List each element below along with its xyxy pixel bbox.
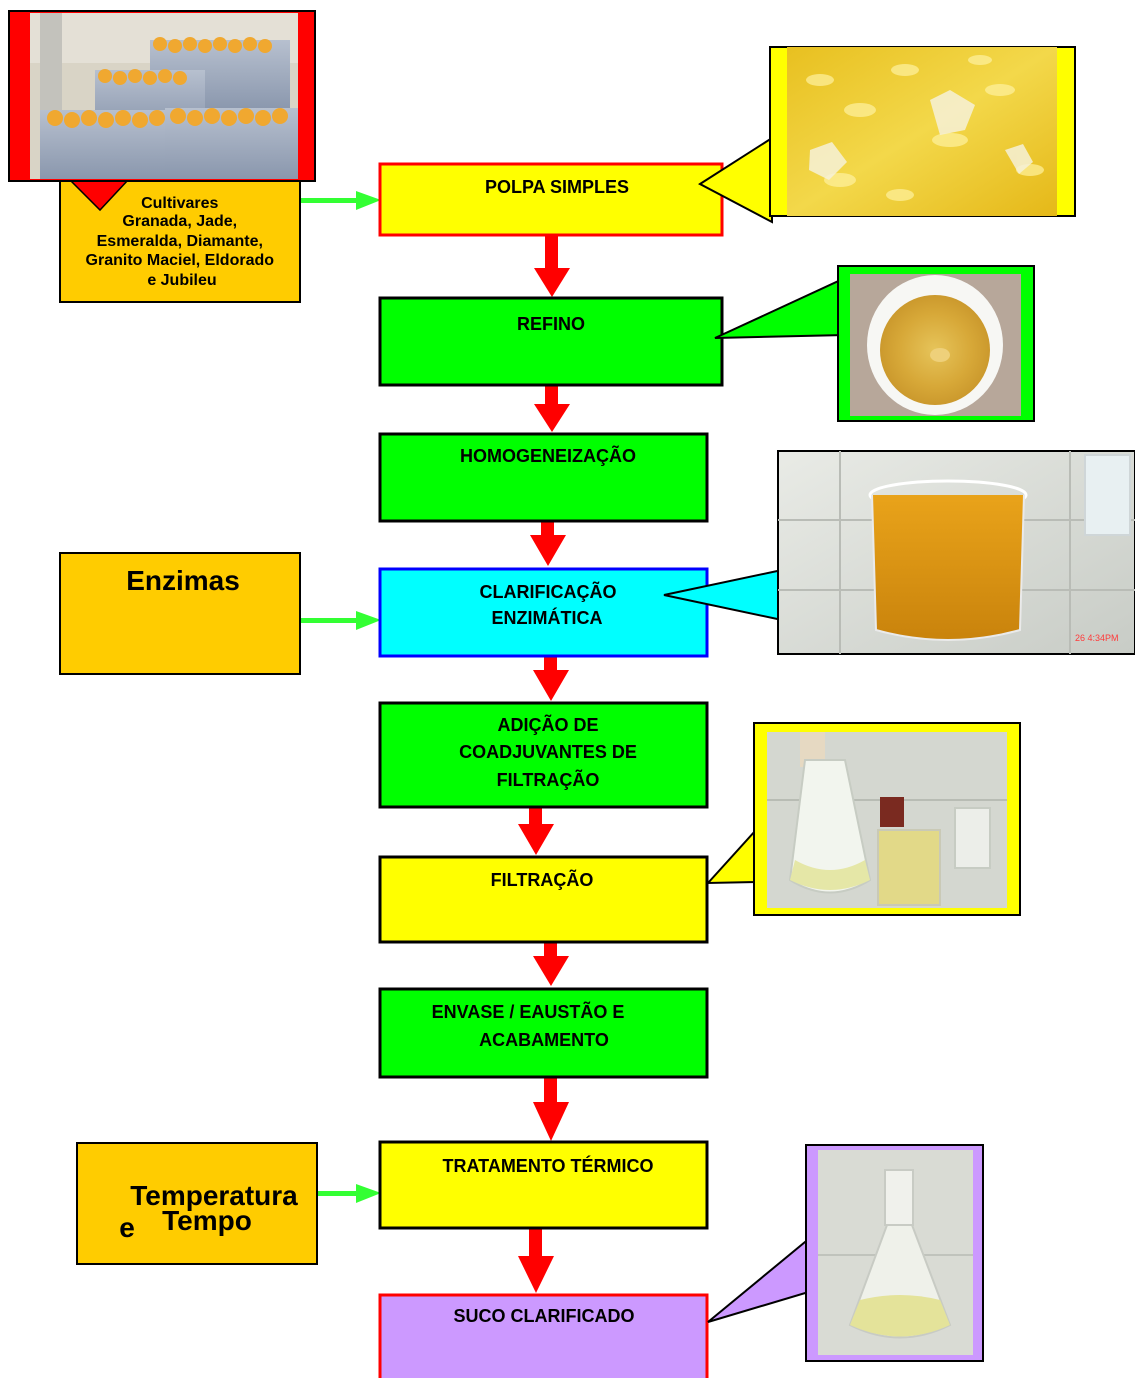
step-refino: REFINO — [378, 296, 724, 387]
step-tratamento-termico: TRATAMENTO TÉRMICO — [378, 1140, 709, 1230]
red-arrow — [518, 808, 554, 855]
enzimas-box: Enzimas — [59, 552, 301, 675]
green-arrow — [298, 191, 381, 210]
step-clarificacao-enzimatica: CLARIFICAÇÃO ENZIMÁTICA — [378, 567, 709, 658]
red-arrow — [518, 1228, 554, 1293]
step-label: ENZIMÁTICA — [492, 607, 603, 628]
filtration-photo-callout — [705, 722, 1021, 916]
red-arrow — [533, 943, 569, 986]
red-arrow — [534, 386, 570, 432]
fruit-crates-photo — [8, 10, 316, 182]
step-polpa-simples: POLPA SIMPLES — [378, 162, 724, 237]
cultivares-label: e Jubileu — [147, 272, 216, 289]
step-label: POLPA SIMPLES — [485, 177, 629, 197]
red-arrow — [530, 522, 566, 566]
cultivares-label: Cultivares — [141, 195, 218, 212]
step-label: SUCO CLARIFICADO — [454, 1306, 635, 1326]
pulp-photo-callout — [698, 46, 1076, 224]
step-filtracao: FILTRAÇÃO — [378, 855, 709, 944]
step-label: COADJUVANTES DE — [459, 742, 637, 762]
cultivares-label: Granito Maciel, Eldorado — [86, 252, 275, 269]
temperatura-label: Temperatura — [130, 1180, 298, 1211]
red-arrow — [534, 235, 570, 297]
step-label: ADIÇÃO DE — [497, 714, 598, 735]
flow-arrows — [298, 191, 570, 1293]
e-label: e — [119, 1212, 135, 1243]
step-label: ENVASE / EAUSTÃO E — [432, 1001, 625, 1022]
enzimas-label: Enzimas — [126, 565, 240, 596]
step-envase: ENVASE / EAUSTÃO E ACABAMENTO — [378, 987, 709, 1079]
final-juice-photo-callout — [707, 1144, 984, 1362]
step-label: TRATAMENTO TÉRMICO — [443, 1155, 654, 1176]
green-arrow — [316, 1184, 381, 1203]
cultivares-label: Granada, Jade, — [122, 213, 237, 230]
cultivares-callout: Cultivares Granada, Jade, Esmeralda, Dia… — [8, 10, 316, 303]
cultivares-label: Esmeralda, Diamante, — [97, 233, 263, 250]
step-label: FILTRAÇÃO — [497, 769, 600, 790]
step-suco-clarificado: SUCO CLARIFICADO — [378, 1293, 709, 1378]
step-label: ACABAMENTO — [479, 1030, 609, 1050]
tempo-label: Tempo — [162, 1205, 252, 1236]
beaker-photo-callout: 26 4:34PM — [663, 450, 1135, 655]
step-adicao-coadjuvantes: ADIÇÃO DE COADJUVANTES DE FILTRAÇÃO — [378, 701, 709, 809]
bucket-photo-callout — [714, 265, 1035, 422]
green-arrow — [298, 611, 381, 630]
step-label: HOMOGENEIZAÇÃO — [460, 445, 636, 466]
step-label: CLARIFICAÇÃO — [480, 581, 617, 602]
svg-text:Cultivares Granada, Jade: Cultivares Granada, Jade, Esmeralda, Dia… — [86, 195, 279, 289]
red-arrow — [533, 1078, 569, 1141]
temperatura-tempo-box: Temperatura e Tempo — [76, 1142, 318, 1265]
photo-timestamp: 26 4:34PM — [1075, 633, 1119, 643]
step-label: REFINO — [517, 314, 585, 334]
red-arrow — [533, 657, 569, 701]
step-label: FILTRAÇÃO — [491, 869, 594, 890]
step-homogeneizacao: HOMOGENEIZAÇÃO — [378, 432, 709, 523]
